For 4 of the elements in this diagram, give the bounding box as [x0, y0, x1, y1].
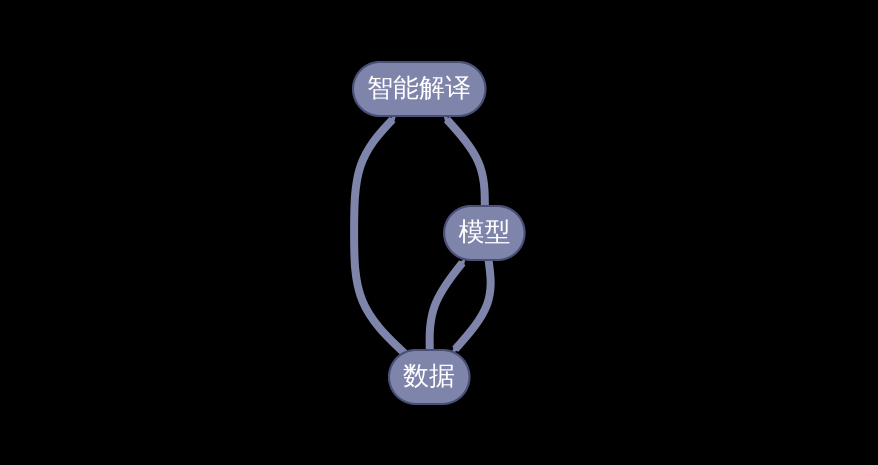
arrow [426, 258, 466, 350]
arrow [444, 116, 490, 206]
arrow [350, 116, 408, 356]
arrow [452, 259, 495, 352]
